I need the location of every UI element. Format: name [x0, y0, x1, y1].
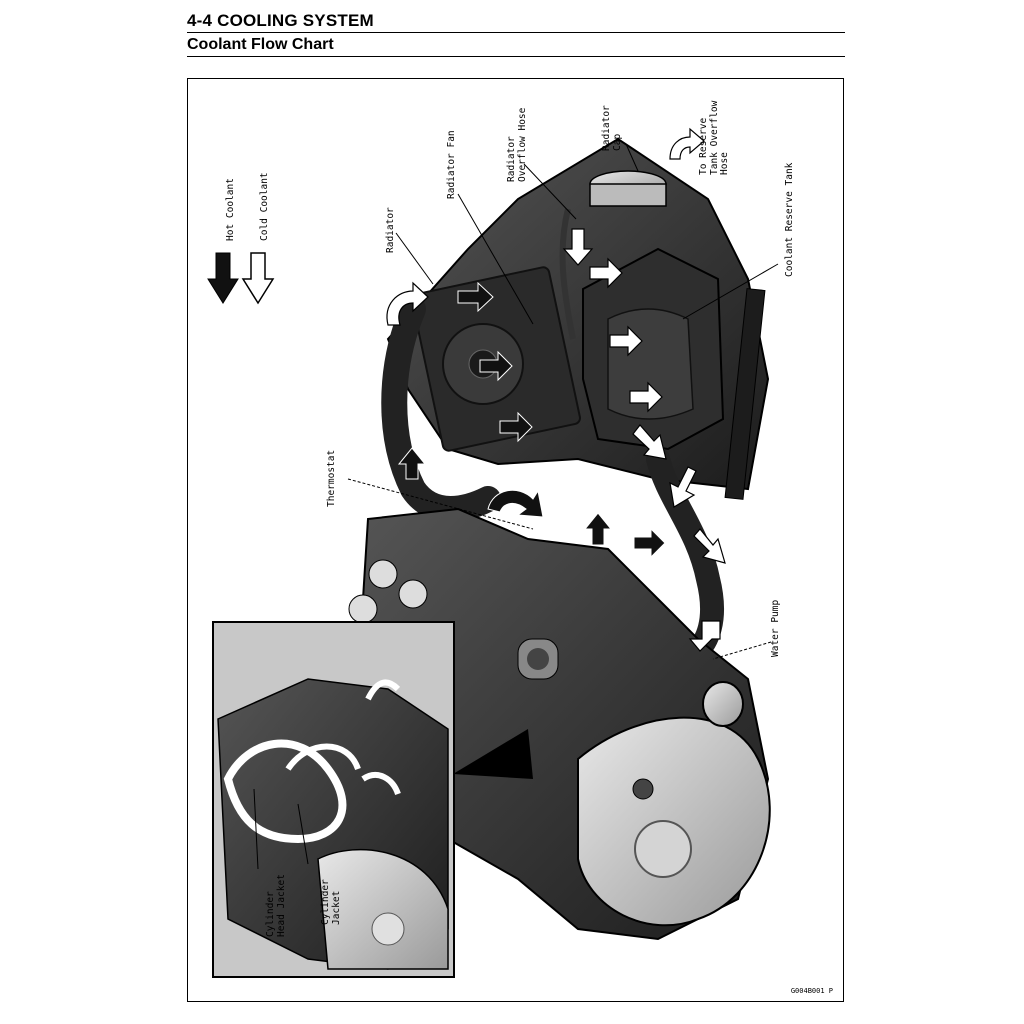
radiator-fan-label: Radiator Fan — [446, 130, 457, 199]
subtitle-rule — [187, 56, 845, 57]
flow-arrows — [386, 127, 726, 652]
figure-code: G004B001 P — [790, 987, 833, 995]
to-reserve-tank-label: To Reserve Tank Overflow Hose — [698, 100, 730, 175]
page-header: 4-4 COOLING SYSTEM Coolant Flow Chart — [187, 8, 845, 57]
coolant-reserve-tank-label: Coolant Reserve Tank — [784, 162, 795, 277]
cold-coolant-label: Cold Coolant — [259, 172, 270, 241]
cylinder-jacket-label: Cylinder Jacket — [320, 879, 342, 925]
cold-coolant-arrow-icon — [241, 252, 275, 305]
hot-coolant-label: Hot Coolant — [225, 178, 236, 241]
radiator-label: Radiator — [385, 207, 396, 253]
radiator-overflow-hose-label: Radiator Overflow Hose — [506, 107, 528, 182]
inset-illustration — [212, 621, 455, 978]
figure-subtitle: Coolant Flow Chart — [187, 36, 334, 53]
engine-block — [348, 507, 771, 941]
coolant-flow-figure: Hot Coolant Cold Coolant Radiator Radiat… — [187, 78, 844, 1002]
overflow-hose — [559, 208, 576, 340]
radiator-cap-label: Radiator Cap — [601, 105, 623, 151]
cylinder-head-jacket-label: Cylinder Head Jacket — [265, 874, 287, 937]
to-reserve-tank-arrow-icon — [669, 127, 705, 160]
header-rule — [187, 32, 845, 33]
engine-illustration — [207, 127, 779, 978]
water-pump-label: Water Pump — [770, 599, 781, 657]
thermostat-label: Thermostat — [326, 449, 337, 507]
section-title: 4-4 COOLING SYSTEM — [187, 11, 374, 30]
radiator-assembly — [386, 137, 770, 500]
hot-coolant-arrow-icon — [207, 252, 239, 304]
inset-pointer — [453, 729, 533, 779]
leader-lines — [347, 143, 779, 660]
